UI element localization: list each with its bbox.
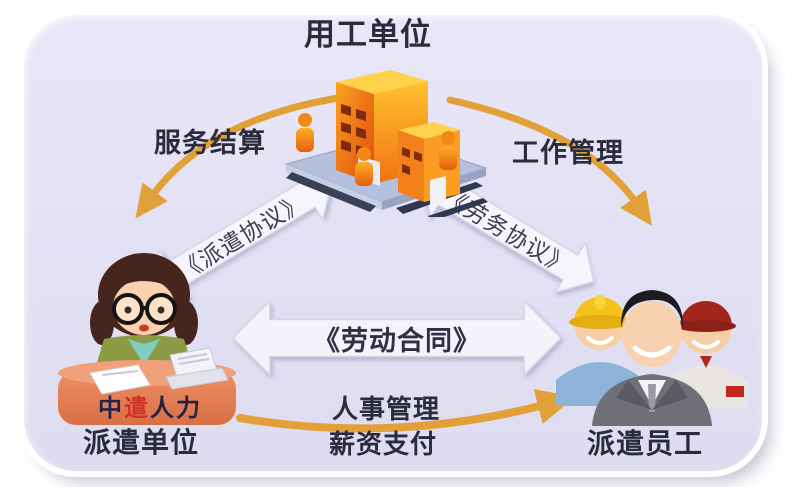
mini-person-icon [439, 131, 457, 170]
employer-building-icon [284, 70, 488, 217]
labor-contract-label: 《劳动合同》 [313, 325, 481, 357]
dispatch-unit-label: 派遣单位 [82, 426, 199, 459]
labor-contract-arrow: 《劳动合同》 [233, 301, 561, 375]
dispatched-staff-label: 派遣员工 [586, 427, 703, 460]
work-management-label: 工作管理 [512, 138, 624, 169]
employer-label: 用工单位 [304, 17, 432, 53]
mini-person-icon [355, 147, 373, 186]
dispatch-clerk-icon [58, 253, 236, 425]
redcap-worker-icon [664, 301, 748, 408]
desk-brand: 中遣人力 [85, 388, 215, 423]
desk-brand-char1: 中 [98, 394, 124, 422]
dispatched-workers-icon [556, 290, 748, 426]
personnel-management-label: 人事管理 [331, 395, 440, 425]
service-settlement-label: 服务结算 [154, 128, 266, 159]
mini-person-icon [296, 113, 314, 152]
desk-brand-char2: 遣 [124, 394, 150, 422]
salary-payment-label: 薪资支付 [328, 430, 437, 460]
suited-worker-icon [592, 290, 712, 426]
double-arrow-shape [233, 301, 561, 375]
desk-brand-rest: 人力 [150, 394, 202, 422]
